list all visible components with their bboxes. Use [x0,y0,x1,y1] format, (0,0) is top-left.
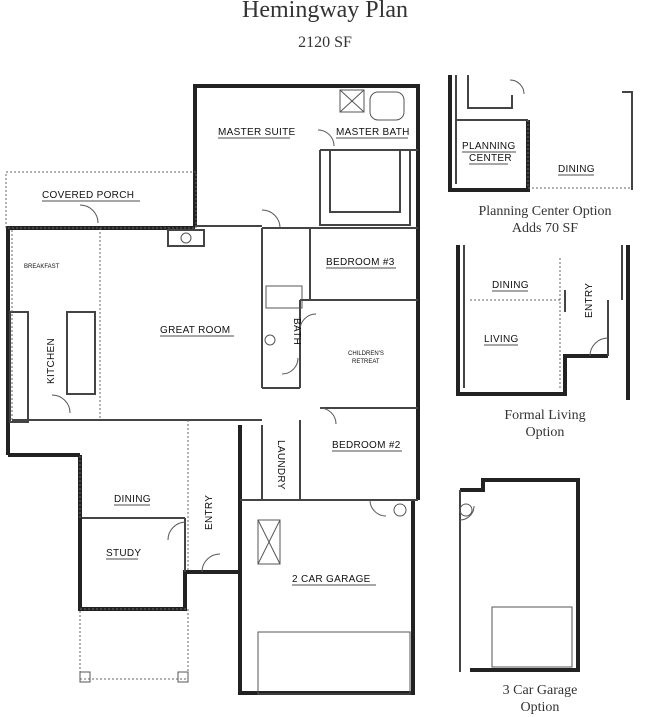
porch-outlines [5,171,197,683]
planning-center-option-drawing [448,75,633,192]
option-label-center: CENTER [469,153,512,164]
room-label-study: STUDY [106,548,141,559]
three-car-garage-option-drawing [459,478,580,672]
option-label-formal-entry: ENTRY [584,283,595,318]
room-label-garage: 2 CAR GARAGE [292,574,371,585]
plan-square-footage: 2120 SF [298,34,352,51]
formal-living-option-drawing [456,245,630,400]
option-label-formal-dining: DINING [492,280,529,291]
room-label-great-room: GREAT ROOM [160,325,230,336]
formal-living-caption: Formal Living Option [460,407,630,441]
room-label-laundry: LAUNDRY [275,440,286,490]
room-label-bath: BATH [291,318,302,345]
room-label-bedroom-2: BEDROOM #2 [332,440,401,451]
room-label-breakfast: BREAKFAST [24,264,60,270]
main-plan-walls [6,84,420,695]
room-label-childrens-retreat-1: CHILDREN'S [348,351,384,357]
option-label-living: LIVING [484,334,519,345]
room-label-entry: ENTRY [204,495,215,530]
three-car-garage-caption: 3 Car Garage Option [460,682,620,716]
room-label-bedroom-3: BEDROOM #3 [326,257,395,268]
option-label-planning-dining: DINING [558,164,595,175]
room-label-dining: DINING [114,494,151,505]
three-car-garage-caption-line2: Option [520,700,560,715]
planning-center-caption-line1: Planning Center Option [478,204,612,219]
three-car-garage-caption-line1: 3 Car Garage [502,683,578,698]
plan-title: Hemingway Plan [242,0,408,23]
formal-living-caption-line1: Formal Living [504,408,586,423]
room-label-childrens-retreat-2: RETREAT [352,359,380,365]
room-label-kitchen: KITCHEN [46,338,57,384]
room-label-covered-porch: COVERED PORCH [42,190,134,201]
planning-center-caption-line2: Adds 70 SF [511,221,579,236]
planning-center-caption: Planning Center Option Adds 70 SF [450,203,640,237]
option-label-planning: PLANNING [462,141,516,152]
formal-living-caption-line2: Option [525,425,565,440]
room-label-master-suite: MASTER SUITE [218,127,296,138]
room-label-master-bath: MASTER BATH [336,127,410,138]
